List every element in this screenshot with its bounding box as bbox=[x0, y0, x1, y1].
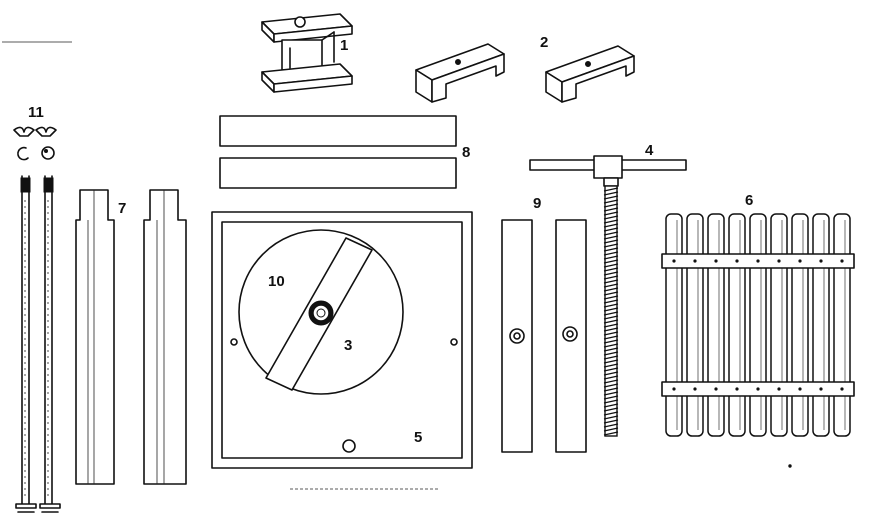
label-part-7: 7 bbox=[118, 200, 127, 217]
part-9-slat-right bbox=[555, 219, 587, 453]
part-11-rods bbox=[13, 126, 61, 513]
part-8-board-top bbox=[219, 115, 457, 147]
part-2-channel-block-left bbox=[415, 43, 505, 103]
label-part-9: 9 bbox=[533, 195, 542, 212]
stray-dot bbox=[788, 464, 792, 468]
label-part-6: 6 bbox=[745, 192, 754, 209]
part-9-slat-left bbox=[501, 219, 533, 453]
label-part-11: 11 bbox=[28, 104, 44, 121]
part-4-t-handle-screw bbox=[529, 155, 687, 437]
label-part-5: 5 bbox=[414, 429, 423, 446]
part-6-slatted-basket bbox=[661, 213, 855, 437]
label-part-10: 10 bbox=[268, 273, 285, 290]
part-10-disc bbox=[238, 229, 404, 395]
part-8-board-bottom bbox=[219, 157, 457, 189]
label-part-2: 2 bbox=[540, 34, 549, 51]
label-part-4: 4 bbox=[645, 142, 654, 159]
label-part-8: 8 bbox=[462, 144, 471, 161]
part-2-channel-block-right bbox=[545, 45, 635, 103]
part-1-i-beam-bracket bbox=[261, 13, 353, 93]
label-part-3: 3 bbox=[344, 337, 353, 354]
part-7-post-left bbox=[75, 189, 115, 485]
part-3-crossbar bbox=[265, 237, 373, 391]
part-7-post-right bbox=[143, 189, 187, 485]
label-part-1: 1 bbox=[340, 37, 349, 54]
